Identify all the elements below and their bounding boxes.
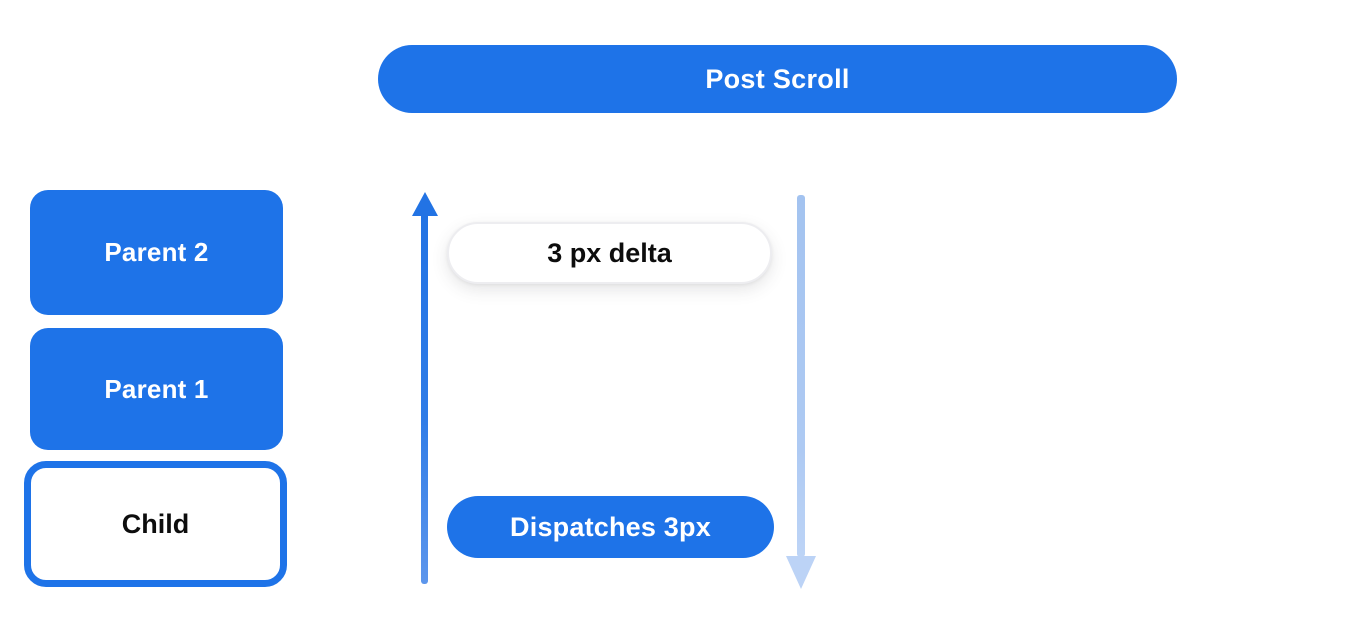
down-arrow-icon	[786, 556, 816, 589]
child-label: Child	[121, 508, 190, 539]
child-box: Child	[24, 461, 287, 587]
up-arrow-icon	[412, 192, 438, 216]
down-arrow-shaft	[797, 195, 805, 557]
post-scroll-label: Post Scroll	[705, 63, 850, 94]
dispatches-label: Dispatches 3px	[510, 511, 711, 542]
up-arrow-shaft	[421, 212, 428, 584]
delta-pill: 3 px delta	[447, 222, 772, 284]
parent-2-box: Parent 2	[30, 190, 283, 315]
post-scroll-pill: Post Scroll	[378, 45, 1177, 113]
parent-2-label: Parent 2	[104, 237, 209, 267]
delta-label: 3 px delta	[547, 237, 672, 268]
parent-1-box: Parent 1	[30, 328, 283, 450]
dispatches-pill: Dispatches 3px	[447, 496, 774, 558]
parent-1-label: Parent 1	[104, 373, 209, 404]
